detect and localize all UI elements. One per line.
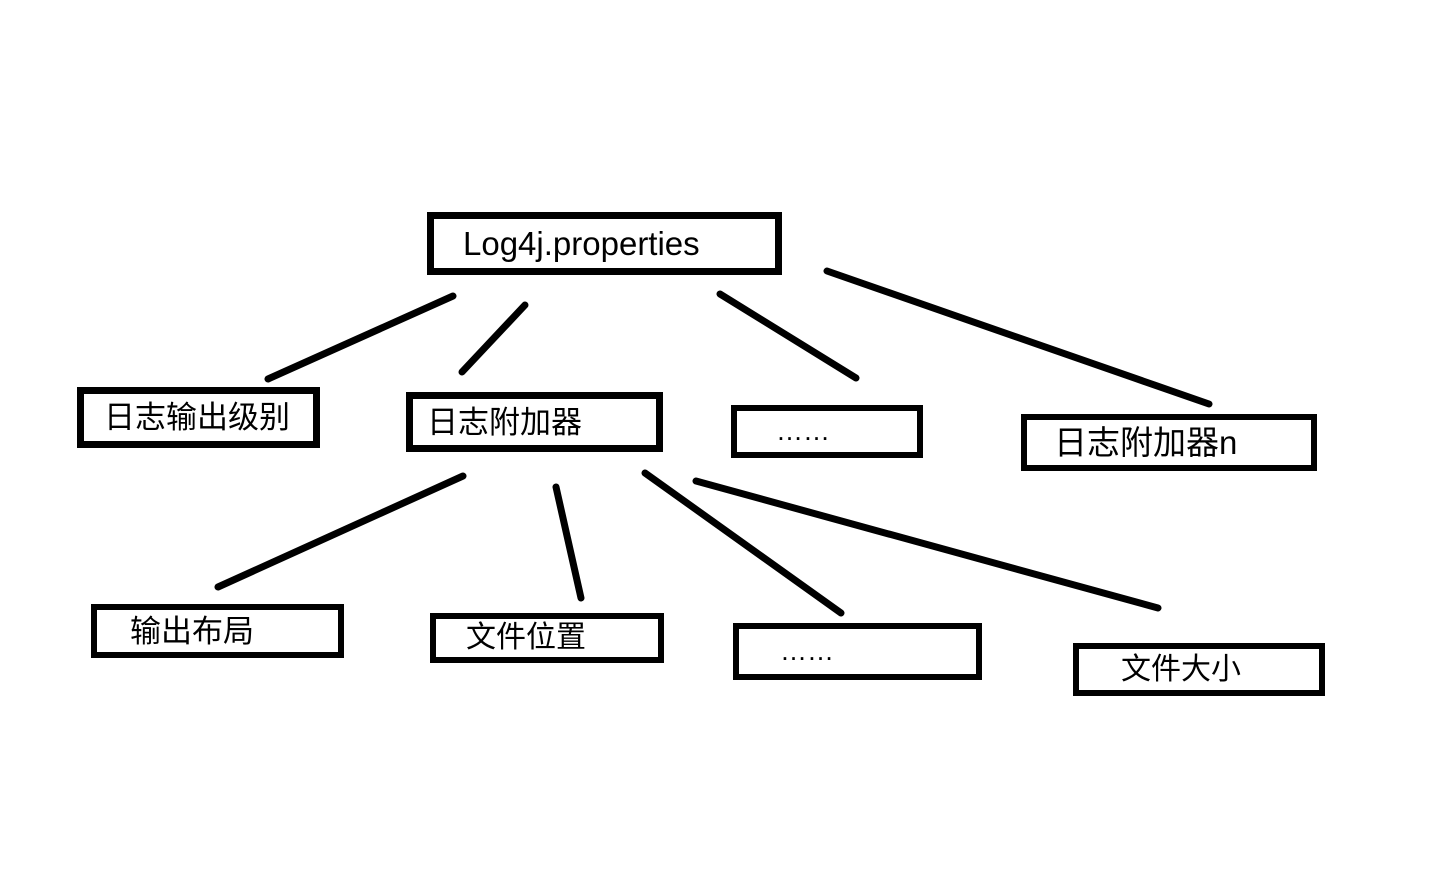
node-log-appender-n-label: 日志附加器n (1054, 424, 1238, 461)
node-ellipsis-level3-label: …… (780, 636, 834, 666)
node-log4j-properties-label: Log4j.properties (463, 225, 700, 262)
node-log-output-level-label: 日志输出级别 (104, 400, 290, 435)
node-output-layout[interactable]: 输出布局 (91, 604, 344, 658)
node-file-position-label: 文件位置 (466, 621, 586, 654)
node-ellipsis-level2-label: …… (776, 416, 830, 446)
edge-root-to-ellipsis (716, 290, 860, 382)
node-file-position[interactable]: 文件位置 (430, 613, 664, 663)
node-file-size[interactable]: 文件大小 (1073, 643, 1325, 696)
node-log-appender-n[interactable]: 日志附加器n (1021, 414, 1317, 471)
node-log-appender-label: 日志附加器 (427, 404, 582, 440)
node-log-appender[interactable]: 日志附加器 (406, 392, 663, 452)
node-output-layout-label: 输出布局 (130, 613, 254, 649)
edge-appender-to-ellipsis (641, 469, 845, 617)
edge-appender-to-file-size (692, 477, 1162, 612)
edge-appender-to-layout (214, 472, 467, 591)
edge-root-to-appender (458, 301, 529, 376)
edge-appender-to-file-position (552, 483, 585, 602)
node-log-output-level[interactable]: 日志输出级别 (77, 387, 320, 448)
node-file-size-label: 文件大小 (1121, 652, 1241, 686)
node-ellipsis-level3[interactable]: …… (733, 623, 982, 680)
node-log4j-properties[interactable]: Log4j.properties (427, 212, 782, 275)
edge-root-to-level-output (264, 292, 457, 383)
node-ellipsis-level2[interactable]: …… (731, 405, 923, 458)
edge-root-to-appender-n (823, 267, 1213, 408)
